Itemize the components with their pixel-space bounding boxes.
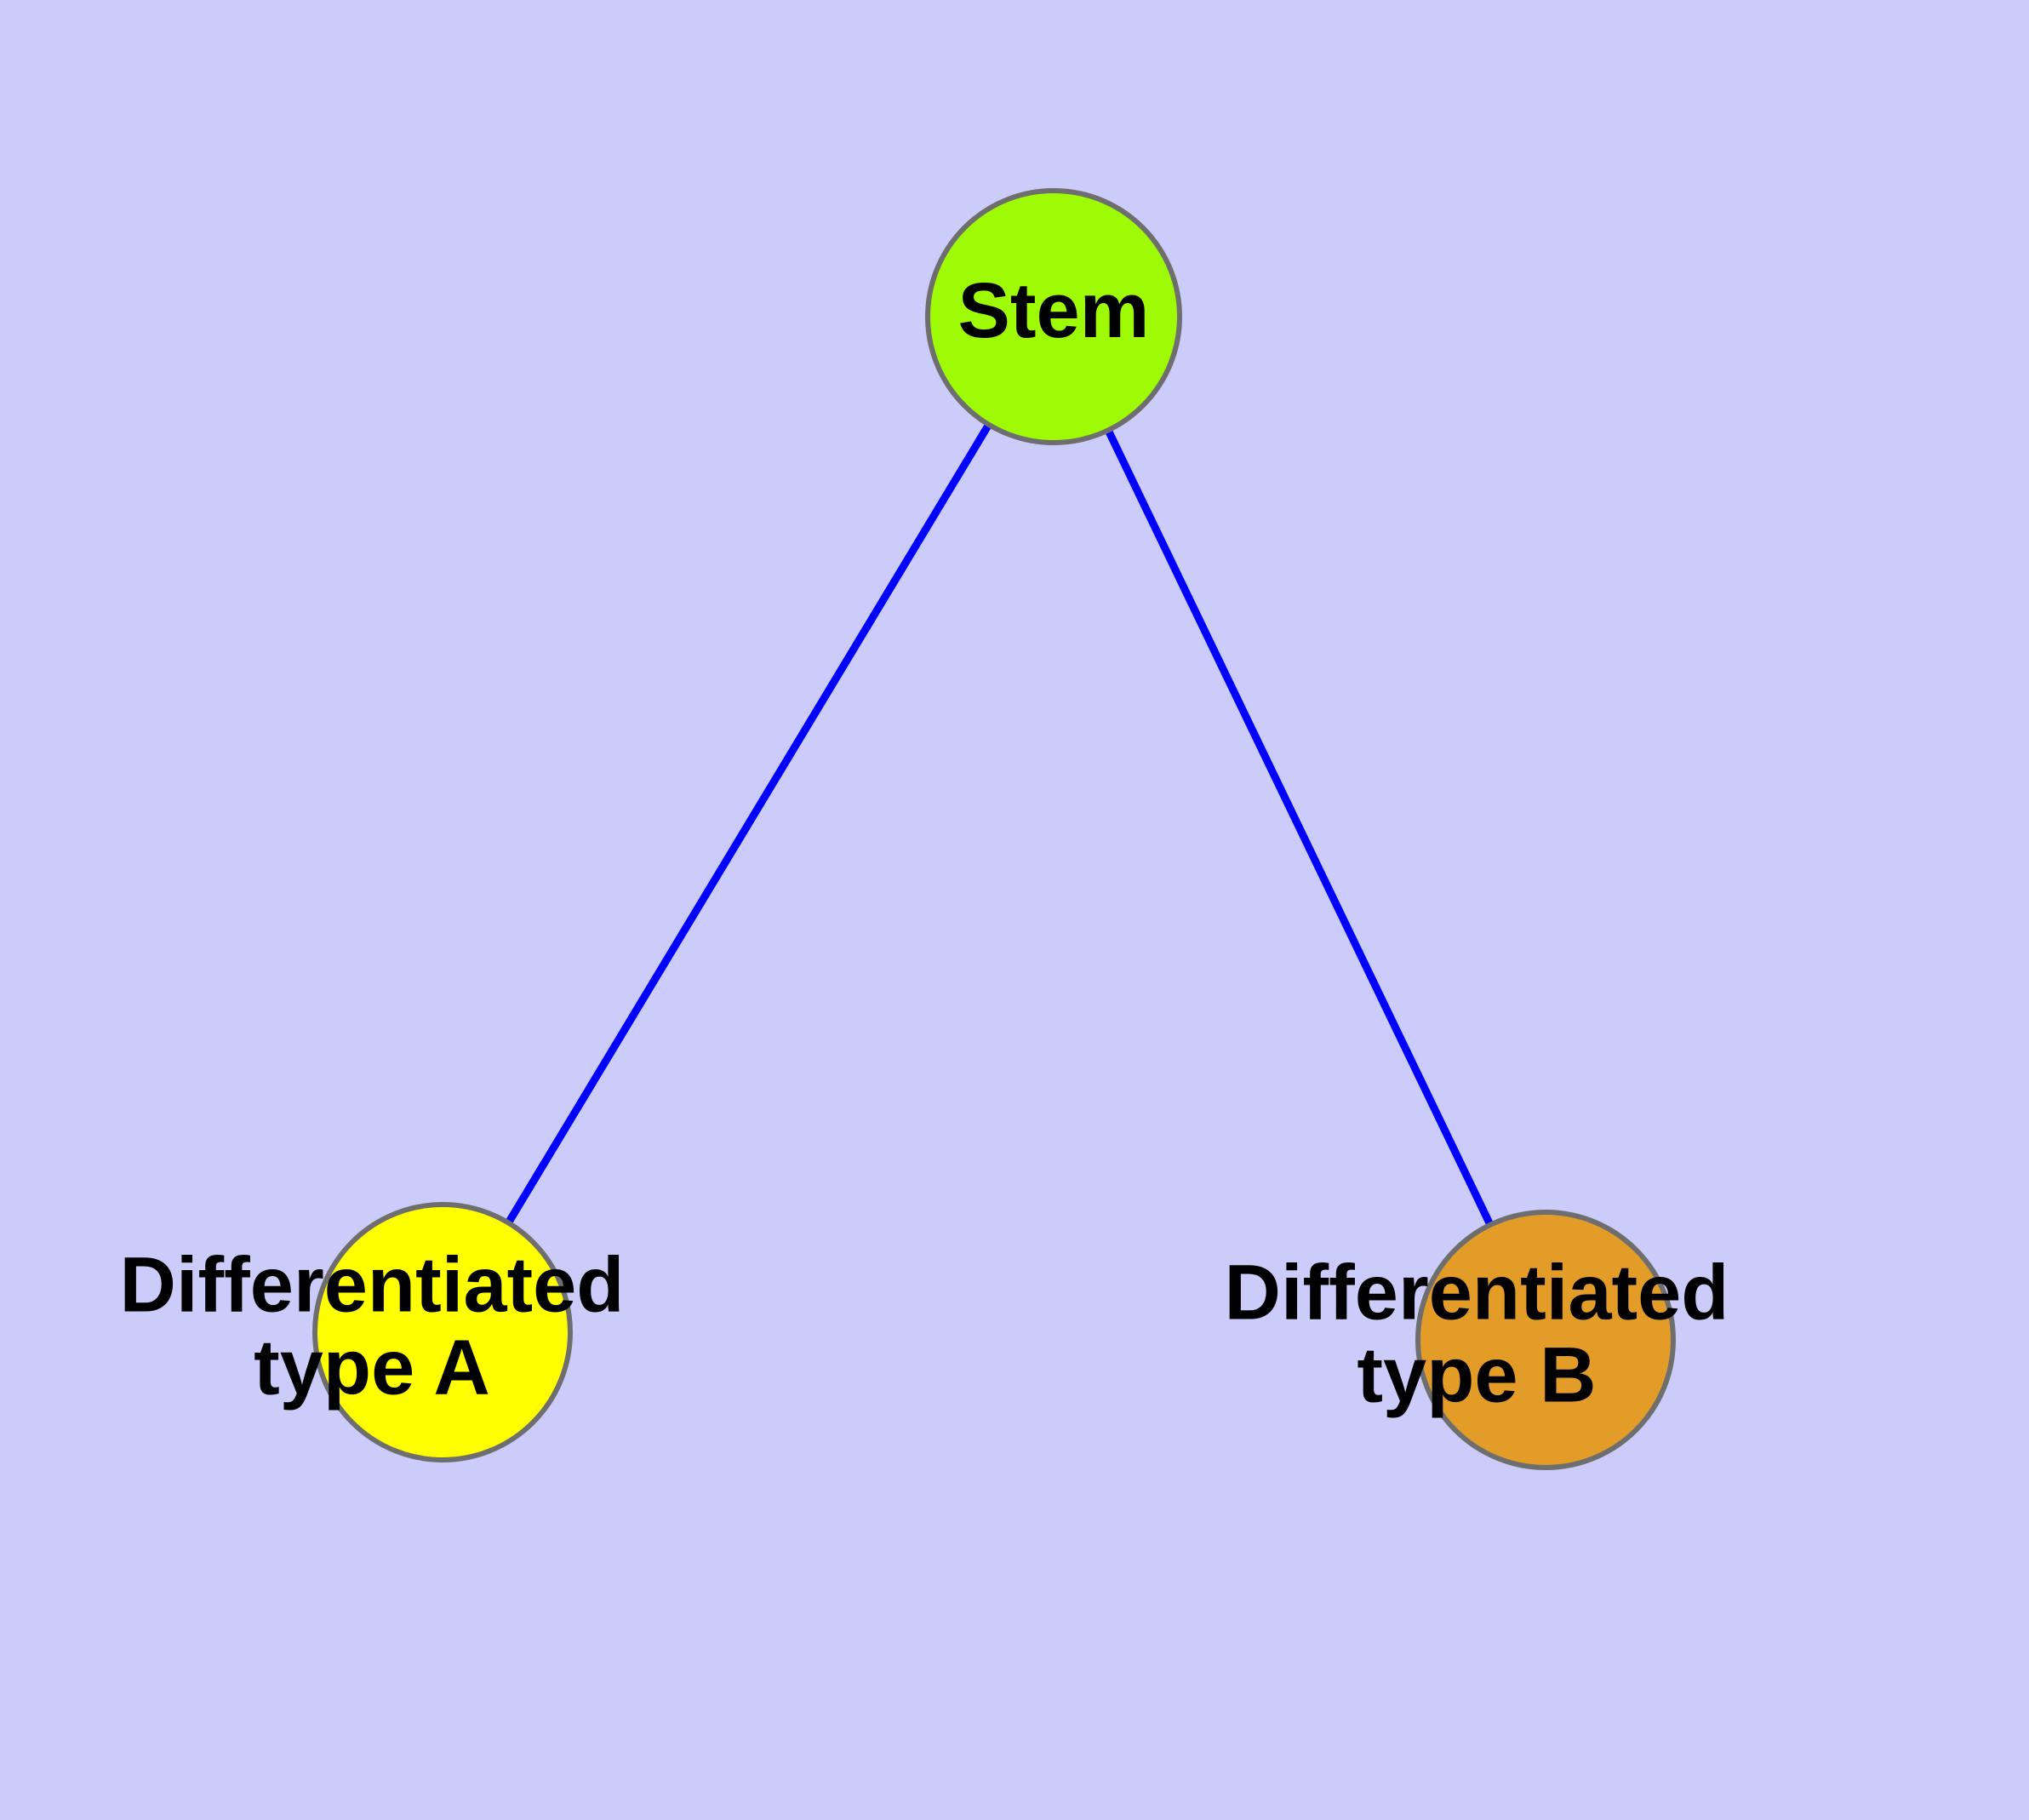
label-line: Differentiated — [120, 1242, 625, 1329]
edge-stem-to-differentiated-type-b — [1049, 315, 1550, 1342]
node-differentiated-type-a-circle[interactable] — [312, 1202, 573, 1462]
node-stem[interactable]: Stem — [925, 188, 1182, 445]
node-differentiated-type-b-circle[interactable] — [1415, 1210, 1676, 1470]
edges-layer — [439, 314, 1550, 1342]
label-line: type A — [254, 1325, 490, 1411]
label-line: type B — [1357, 1332, 1596, 1419]
label-line: Stem — [958, 267, 1150, 354]
node-stem-label: Stem — [958, 267, 1150, 354]
label-line: Differentiated — [1225, 1250, 1729, 1336]
node-stem-circle[interactable] — [925, 188, 1182, 445]
edge-stem-to-differentiated-type-a — [439, 314, 1057, 1335]
